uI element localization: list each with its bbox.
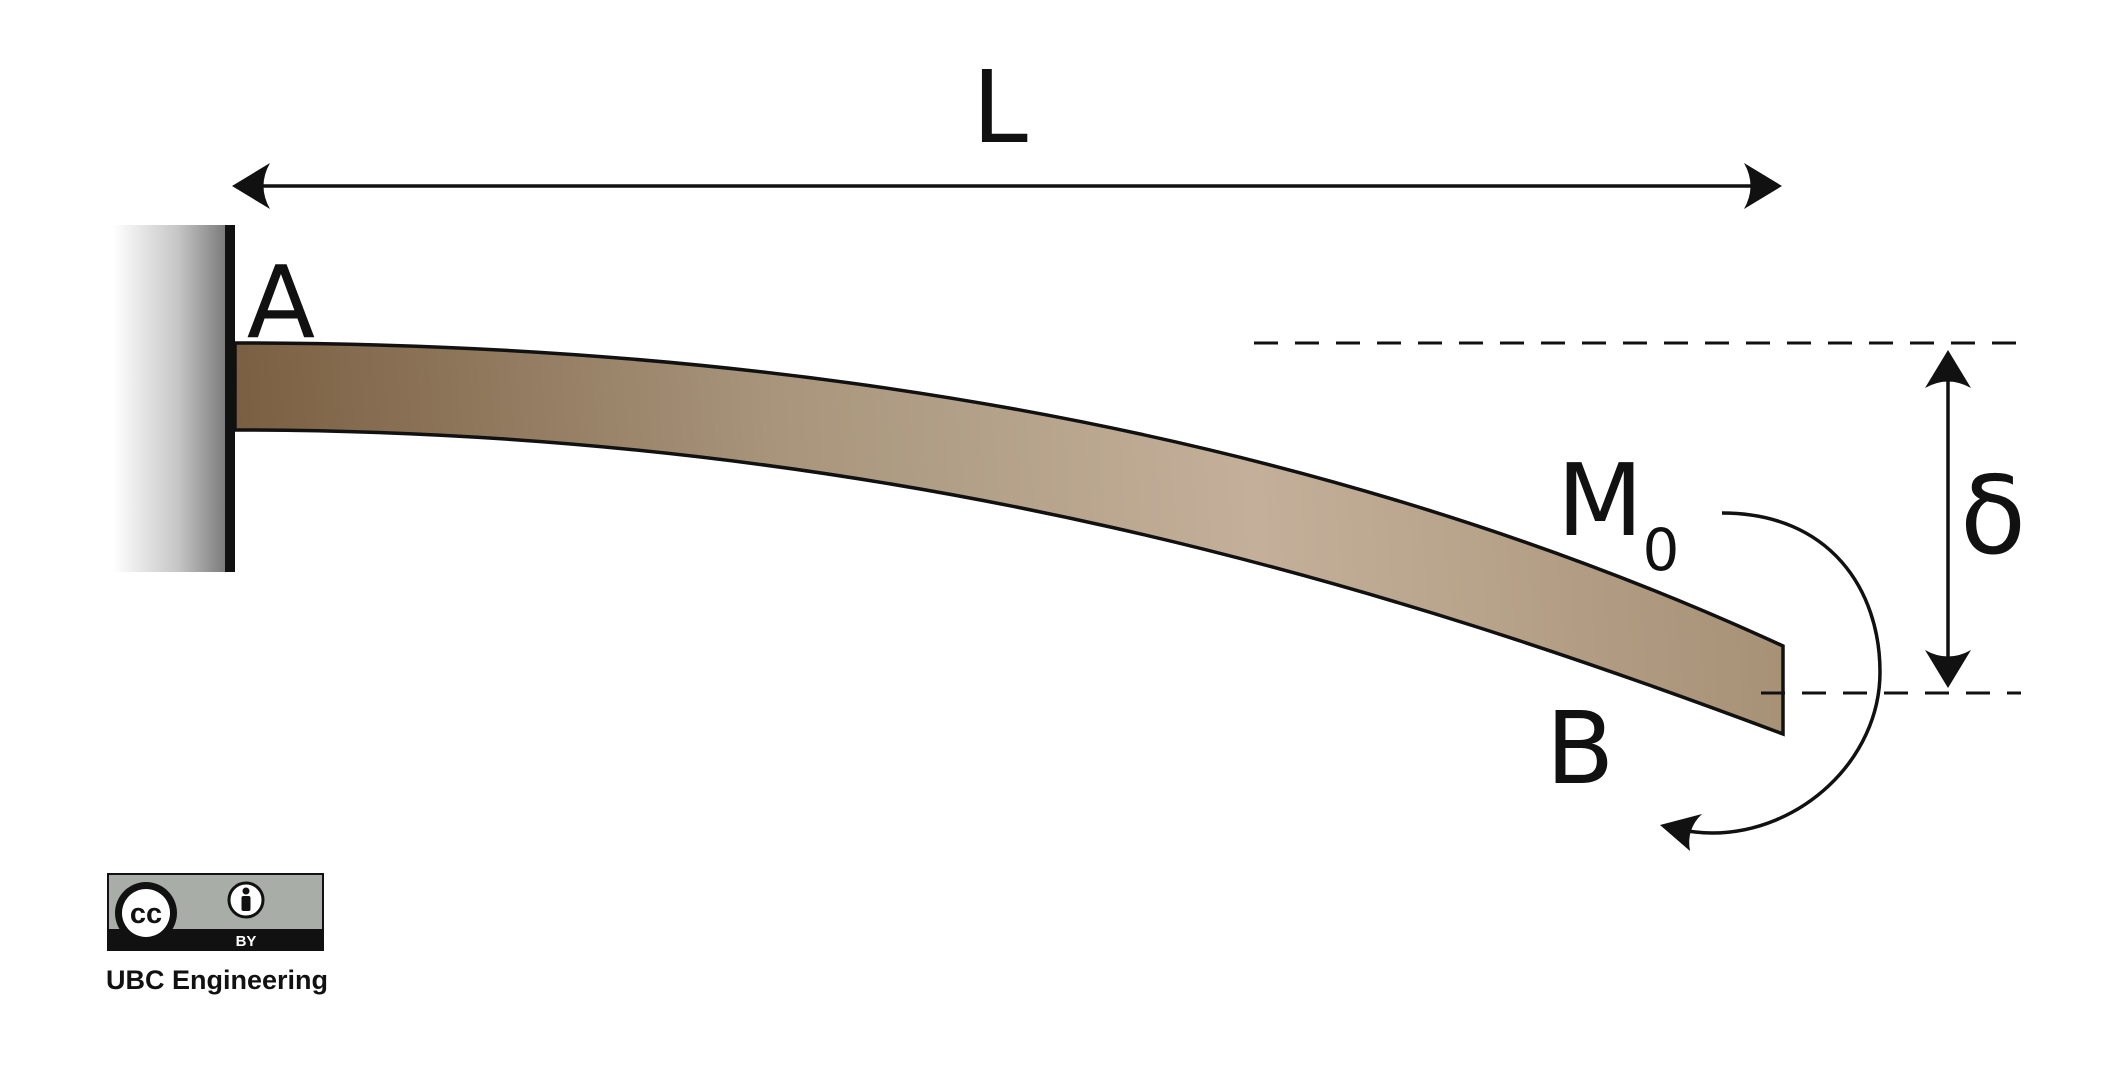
deflection-label: δ	[1960, 454, 2026, 579]
deflection-arrowhead-top	[1925, 350, 1971, 388]
cc-icon-inner	[122, 889, 170, 937]
moment-arrowhead	[1660, 814, 1702, 851]
wall-shading	[113, 225, 231, 572]
fixed-wall-support	[113, 225, 235, 572]
length-dimension: L	[232, 49, 1782, 209]
length-arrowhead-right	[1744, 163, 1782, 209]
attribution-person-icon	[227, 881, 265, 919]
deflection-arrowhead-bottom	[1925, 650, 1971, 688]
moment-arc	[1675, 511, 1882, 835]
credit-text: UBC Engineering	[106, 965, 328, 995]
cc-icon-text: cc	[130, 898, 162, 930]
length-label: L	[972, 49, 1028, 166]
applied-moment: M 0	[1557, 442, 1882, 851]
length-arrowhead-left	[232, 163, 270, 209]
point-b-label: B	[1546, 690, 1615, 807]
moment-subscript: 0	[1643, 516, 1680, 584]
license-by-text: BY	[236, 933, 257, 950]
license-badge: cc BY	[107, 873, 324, 951]
moment-label: M	[1557, 442, 1643, 559]
deflection-dimension: δ	[1254, 341, 2026, 695]
point-a-label: A	[247, 244, 315, 361]
beam	[233, 341, 1785, 737]
